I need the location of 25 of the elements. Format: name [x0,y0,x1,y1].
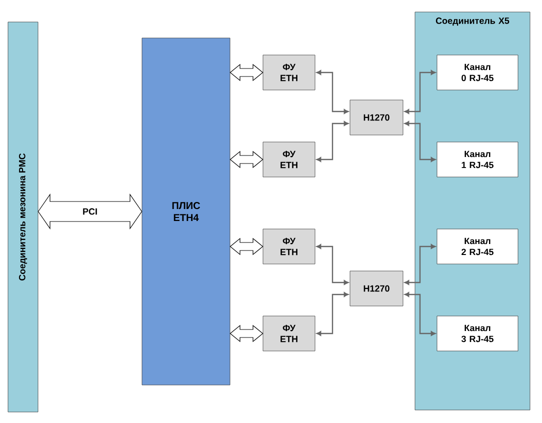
port-box: Канал 2 RJ-45 [436,228,518,264]
port-box: Канал 0 RJ-45 [436,54,518,90]
module-box: ФУ ETH [262,142,316,178]
arrow [404,244,436,285]
arrow [404,292,436,336]
arrow [316,70,348,114]
arrow [404,121,436,162]
arrow [404,70,436,114]
hollow-arrow [230,238,264,256]
connector-band: Соединитель мезонина PMC [8,22,38,412]
arrow [316,244,348,285]
hollow-arrow [230,324,264,342]
port-box: Канал 1 RJ-45 [436,142,518,178]
hollow-arrow [230,150,264,168]
hollow-arrow [230,64,264,82]
chip-box: H1270 [350,270,404,306]
port-box: Канал 3 RJ-45 [436,316,518,352]
chip-box: H1270 [350,100,404,136]
arrow [316,292,348,336]
module-box: ФУ ETH [262,316,316,352]
hollow-arrow [38,194,142,230]
fpga-block: ПЛИС ETH4 [142,38,230,386]
module-box: ФУ ETH [262,228,316,264]
module-box: ФУ ETH [262,54,316,90]
arrow [316,121,348,162]
